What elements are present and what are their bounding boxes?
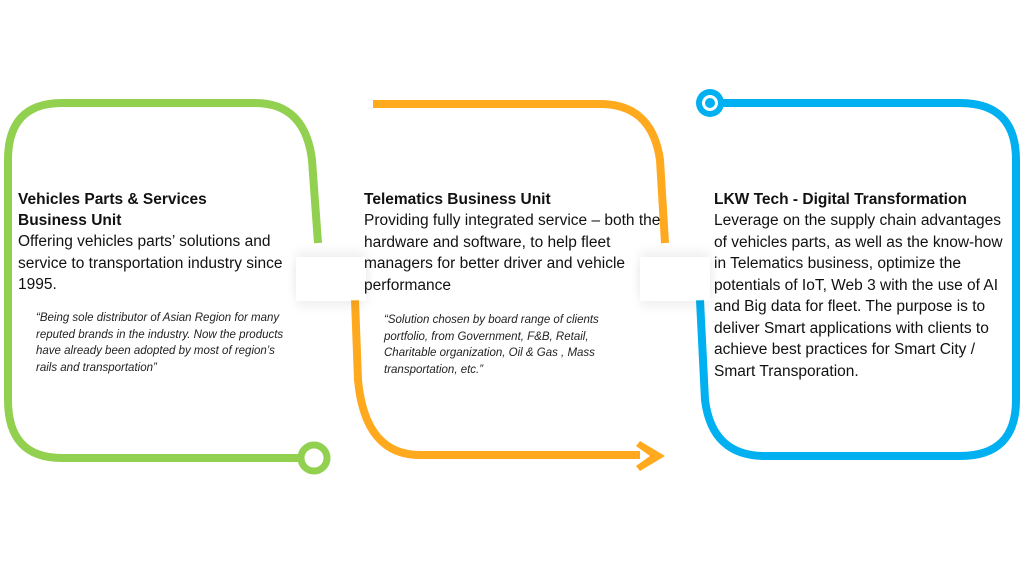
unit-title-line2: Business Unit	[18, 212, 122, 229]
connector-shadow-2	[640, 257, 710, 301]
arrow-right-icon	[636, 441, 665, 471]
unit-lkw-tech: LKW Tech - Digital Transformation Levera…	[714, 189, 1016, 382]
unit-title: Telematics Business Unit	[364, 191, 551, 208]
ring-end-icon	[297, 441, 331, 475]
unit-title: LKW Tech - Digital Transformation	[714, 191, 967, 208]
unit-description: Offering vehicles parts’ solutions and s…	[18, 233, 283, 293]
unit-title: Vehicles Parts & Services	[18, 191, 207, 208]
blue-path	[696, 99, 1020, 460]
unit-description: Providing fully integrated service – bot…	[364, 212, 661, 294]
unit-quote: “Solution chosen by board range of clien…	[384, 314, 599, 376]
unit-vehicle-parts: Vehicles Parts & Services Business Unit …	[18, 189, 318, 296]
orange-path-lower	[351, 299, 640, 459]
unit-telematics: Telematics Business Unit Providing fully…	[364, 189, 664, 296]
orange-path	[373, 100, 669, 244]
connector-shadow-1	[296, 257, 366, 301]
unit-description: Leverage on the supply chain advantages …	[714, 212, 1003, 380]
green-path	[3, 99, 322, 462]
ring-start-core	[705, 98, 715, 108]
unit-quote: “Being sole distributor of Asian Region …	[36, 312, 284, 374]
